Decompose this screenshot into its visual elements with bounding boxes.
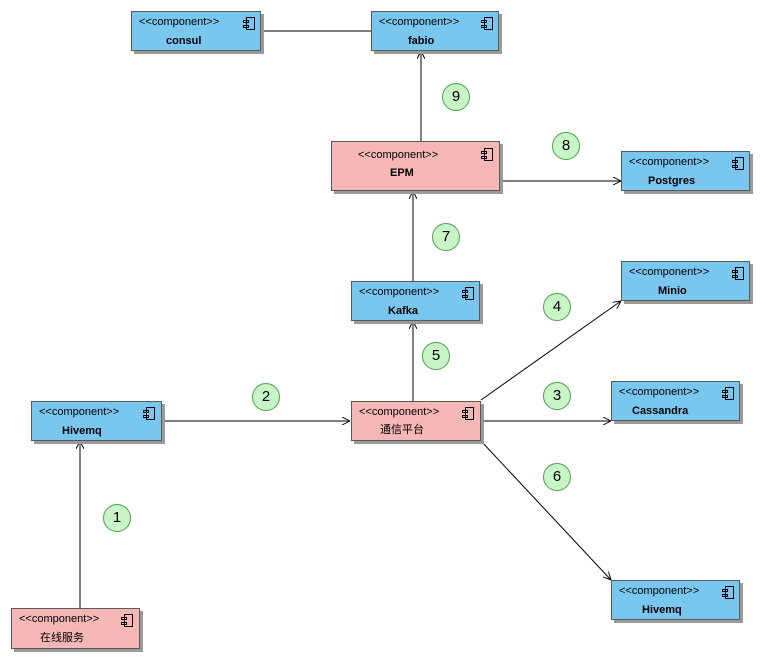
component-icon (732, 267, 744, 280)
component-icon (481, 148, 493, 161)
component-fabio[interactable]: <<component>> fabio (371, 11, 499, 51)
component-name: Kafka (388, 305, 418, 317)
component-name: fabio (408, 35, 435, 47)
component-icon (481, 17, 493, 30)
stereotype-label: <<component>> (359, 286, 440, 298)
component-icon (722, 387, 734, 400)
component-postgres[interactable]: <<component>> Postgres (621, 151, 750, 191)
component-kafka[interactable]: <<component>> Kafka (351, 281, 480, 321)
component-name: Cassandra (632, 405, 689, 417)
component-name: consul (166, 35, 202, 47)
component-hivemq-left[interactable]: <<component>> Hivemq (31, 401, 162, 441)
component-online-service[interactable]: <<component>> 在线服务 (11, 608, 140, 649)
component-comm-platform[interactable]: <<component>> 通信平台 (351, 401, 481, 441)
step-marker-7: 7 (432, 223, 460, 251)
component-icon (732, 157, 744, 170)
component-name: EPM (390, 167, 414, 179)
stereotype-label: <<component>> (619, 585, 700, 597)
component-icon (143, 407, 155, 420)
step-marker-5: 5 (422, 342, 450, 370)
step-marker-8: 8 (552, 132, 580, 160)
step-marker-1: 1 (103, 504, 131, 532)
step-marker-2: 2 (252, 383, 280, 411)
stereotype-label: <<component>> (39, 406, 120, 418)
step-marker-6: 6 (543, 463, 571, 491)
component-icon (722, 586, 734, 599)
stereotype-label: <<component>> (359, 406, 440, 418)
stereotype-label: <<component>> (619, 386, 700, 398)
component-name: Hivemq (642, 604, 682, 616)
step-marker-3: 3 (543, 382, 571, 410)
step-marker-4: 4 (543, 293, 571, 321)
component-icon (121, 614, 133, 627)
component-consul[interactable]: <<component>> consul (131, 11, 261, 51)
component-name: Minio (658, 285, 687, 297)
stereotype-label: <<component>> (19, 613, 100, 625)
component-minio[interactable]: <<component>> Minio (621, 261, 750, 301)
stereotype-label: <<component>> (358, 149, 439, 161)
component-name: 在线服务 (40, 631, 84, 644)
component-name: Hivemq (62, 425, 102, 437)
component-hivemq-right[interactable]: <<component>> Hivemq (611, 580, 740, 620)
component-icon (462, 287, 474, 300)
component-cassandra[interactable]: <<component>> Cassandra (611, 381, 740, 421)
stereotype-label: <<component>> (629, 266, 710, 278)
stereotype-label: <<component>> (379, 16, 460, 28)
component-icon (462, 407, 474, 420)
edge-comm-platform-to-hivemq-right (480, 440, 611, 580)
component-icon (243, 17, 255, 30)
step-marker-9: 9 (442, 83, 470, 111)
stereotype-label: <<component>> (629, 156, 710, 168)
component-epm[interactable]: <<component>> EPM (331, 141, 500, 191)
component-name: Postgres (648, 175, 696, 187)
edge-comm-platform-to-minio (480, 301, 621, 401)
stereotype-label: <<component>> (139, 16, 220, 28)
component-name: 通信平台 (380, 423, 424, 436)
